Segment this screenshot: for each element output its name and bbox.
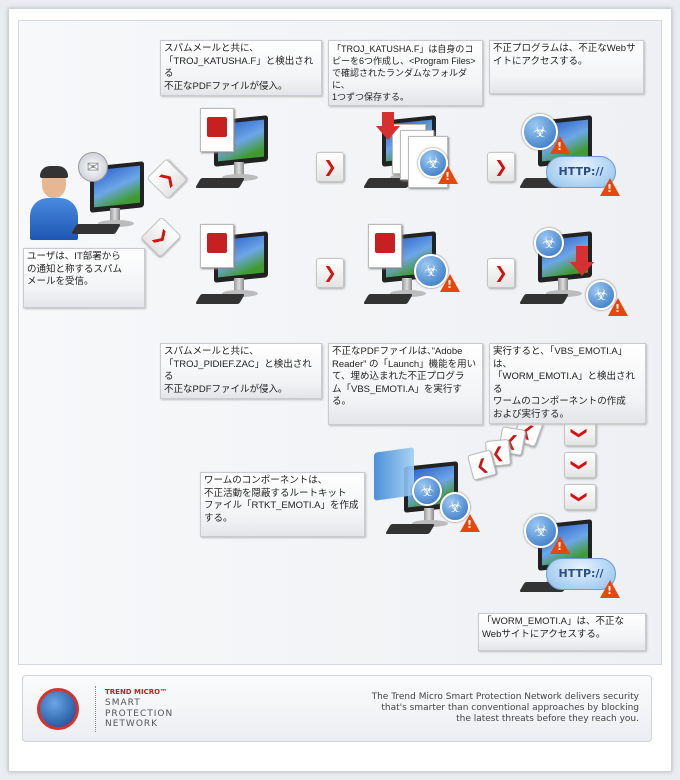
arrow-icon: ❯ <box>149 225 173 249</box>
divider <box>95 686 96 732</box>
download-arrow-icon <box>576 246 588 264</box>
warning-icon: ! <box>550 136 570 154</box>
arrow-right-button: ❯ <box>316 152 344 182</box>
step-r2b-text: 不正なPDFファイルは、”Adobe Reader” の「Launch」機能を用… <box>328 343 483 425</box>
product-name: SMART PROTECTION NETWORK <box>105 698 174 729</box>
download-arrow-icon <box>382 112 394 126</box>
warning-icon: ! <box>438 166 458 184</box>
user-computer-icon <box>71 158 146 240</box>
arrow-icon: ❯ <box>155 167 179 191</box>
step-r1a-text: スパムメールと共に、 「TROJ_KATUSHA.F」と検出される 不正なPDF… <box>160 40 322 96</box>
footer: TREND MICRO™ SMART PROTECTION NETWORK Th… <box>22 675 652 742</box>
component-files-icon <box>374 447 414 501</box>
download-arrow-head <box>570 262 594 276</box>
arrow-icon: ❯ <box>323 263 337 282</box>
warning-icon: ! <box>608 298 628 316</box>
step-r2a-text: スパムメールと共に、 「TROJ_PIDIEF.ZAC」と検出される 不正なPD… <box>160 343 322 399</box>
step-r1c-text: 不正プログラムは、不正なWebサ イトにアクセスする。 <box>489 40 644 94</box>
pdf-file-icon <box>368 224 402 268</box>
tagline: The Trend Micro Smart Protection Network… <box>371 692 639 724</box>
computer-icon <box>385 458 460 540</box>
arrow-icon: ❯ <box>494 263 508 282</box>
arrow-down-button: ❯ <box>564 452 596 478</box>
biohazard-icon: ☣ <box>440 492 470 522</box>
biohazard-icon: ☣ <box>412 476 442 506</box>
biohazard-icon: ☣ <box>586 280 616 310</box>
arrow-icon: ❯ <box>494 157 508 176</box>
step-final-text: 「WORM_EMOTI.A」は、不正な Webサイトにアクセスする。 <box>478 613 646 651</box>
warning-icon: ! <box>550 536 570 554</box>
warning-icon: ! <box>460 514 480 532</box>
smart-protection-network-logo <box>37 688 79 730</box>
step-r2c-text: 実行すると、「VBS_EMOTI.A」は、 「WORM_EMOTI.A」と検出さ… <box>489 343 646 424</box>
warning-icon: ! <box>600 580 620 598</box>
pdf-file-icon <box>200 224 234 268</box>
arrow-icon: ❯ <box>571 426 590 440</box>
computer-icon <box>195 112 270 194</box>
warning-icon: ! <box>600 178 620 196</box>
arrow-down-button: ❯ <box>564 484 596 510</box>
computer-icon <box>195 228 270 310</box>
download-arrow-head <box>376 126 400 140</box>
arrow-right-button: ❯ <box>316 258 344 288</box>
arrow-icon: ❯ <box>571 458 590 472</box>
arrow-right-button: ❯ <box>487 258 515 288</box>
user-icon <box>30 166 78 240</box>
pdf-file-icon <box>200 108 234 152</box>
computer-icon <box>519 228 594 310</box>
arrow-icon: ❯ <box>323 157 337 176</box>
warning-icon: ! <box>440 274 460 292</box>
arrow-icon: ❯ <box>571 490 590 504</box>
email-icon: ✉ <box>78 152 108 182</box>
step-worm-text: ワームのコンポーネントは、 不正活動を隠蔽するルートキット ファイル「RTKT_… <box>200 472 365 537</box>
step-r1b-text: 「TROJ_KATUSHA.F」は自身のコ ピーを6つ作成し、<Program … <box>328 40 483 106</box>
arrow-right-button: ❯ <box>487 152 515 182</box>
computer-icon <box>363 228 438 310</box>
biohazard-icon: ☣ <box>534 228 564 258</box>
step-user-text: ユーザは、IT部署から の通知と称するスパム メールを受信。 <box>23 248 145 308</box>
brand-name: TREND MICRO™ <box>105 688 168 696</box>
